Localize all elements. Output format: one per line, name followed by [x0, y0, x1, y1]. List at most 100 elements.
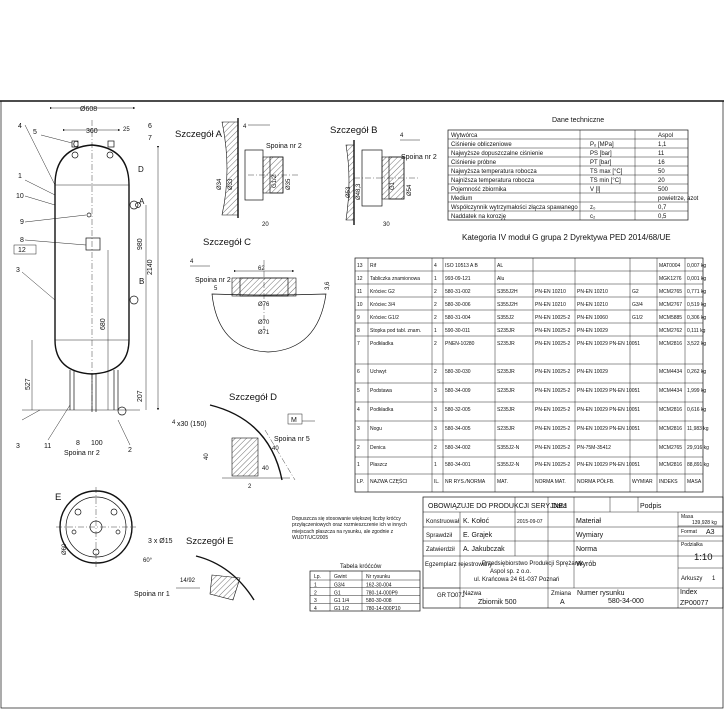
tech-symbol: PT [bar]	[590, 160, 612, 166]
title-block-masa-label: 139,928 kg	[692, 520, 717, 526]
title-block: OBOWIĄZUJE DO PRODUKCJI SERYJNEJ Data Po…	[422, 496, 724, 609]
tech-data-row: Współczynnik wytrzymałości złącza spawan…	[451, 205, 667, 211]
parts-cell-n1: PN-EN 10025-2	[535, 328, 571, 334]
pos-6-label: 9	[20, 219, 24, 226]
parts-cell-mass: 88,891 kg	[687, 462, 709, 468]
dims-0-label: 3 x Ø15	[148, 538, 173, 545]
dims-1-label: Ø60	[62, 543, 68, 555]
holes-header-cell: Gwint	[334, 574, 347, 580]
tech-symbol: TS min [°C]	[590, 178, 621, 184]
parts-header-lp: LP.	[357, 479, 364, 485]
tank-main-view: Ø608 360 25 2140 980 680	[13, 106, 160, 457]
parts-cell-code: MCM5885	[659, 315, 682, 321]
parts-cell-mass: 0,262 kg	[687, 369, 706, 375]
parts-cell-lp: 6	[357, 369, 360, 375]
letter-e: E	[55, 492, 61, 503]
holes-cell: 780-14-000P9	[366, 590, 398, 596]
dims-0-label: Ø34	[217, 178, 223, 190]
tech-label: Medium	[451, 196, 472, 202]
title-block-material-lbl-label: Materiał	[576, 518, 601, 525]
parts-cell-mass: 1,999 kg	[687, 388, 706, 394]
title-block-format-lbl-label: Format	[681, 529, 697, 535]
pos-9-label: 3	[16, 267, 20, 274]
dims-4-label: 30	[383, 222, 390, 228]
parts-header-qty: IL.	[434, 479, 440, 485]
title-block-numer-label: 580-34-000	[608, 598, 644, 605]
parts-cell-qty: 3	[434, 426, 437, 432]
parts-cell-norm: 580-31-002	[445, 289, 471, 295]
dims-1-label: Ø76	[258, 302, 270, 308]
detail-a-weld-sym-label: 4	[243, 124, 247, 130]
title-block-zmiana-label: A	[560, 599, 565, 606]
parts-cell-n1: PN-EN 10210	[535, 289, 566, 295]
title-block-data-lbl-label: Data	[552, 503, 567, 510]
parts-cell-mat: S235JR	[497, 369, 515, 375]
title-block-index-label: ZP00077	[680, 600, 709, 607]
parts-cell-norm: 580-34-001	[445, 462, 471, 468]
tech-symbol: V [l]	[590, 187, 601, 193]
parts-cell-norm: 993-09-121	[445, 276, 471, 282]
detail-b: Szczegół B Ø53 Ø48,3 G1 Ø54 30 4 Spoina …	[330, 125, 437, 228]
parts-cell-qty: 1	[434, 276, 437, 282]
detail-c-weld-sym-label: 4	[190, 259, 194, 265]
tech-value: 16	[658, 160, 665, 166]
parts-cell-n2: PN-EN 10029 PN-EN 10051	[577, 407, 640, 413]
title-block-konstr-lbl-label: Konstruował	[426, 519, 460, 525]
tech-value: 1,1	[658, 142, 667, 148]
parts-header-mass: MASA	[687, 479, 702, 485]
parts-cell-mat: S355J2-N	[497, 462, 520, 468]
parts-cell-n2: PN-EN 10210	[577, 289, 608, 295]
dim-608: Ø608	[80, 106, 97, 113]
title-block-podpis-lbl-label: Podpis	[640, 503, 662, 510]
parts-cell-name: Płaszcz	[370, 462, 388, 468]
parts-header-name: NAZWA CZĘŚCI	[370, 477, 407, 485]
title-block-podzialka-lbl-label: Podziałka	[681, 542, 703, 548]
holes-cell: G1 1/2	[334, 606, 349, 612]
parts-cell-lp: 7	[357, 341, 360, 347]
parts-cell-name: Króciec G1/2	[370, 315, 399, 321]
parts-cell-n3: G2	[632, 289, 639, 295]
parts-cell-code: MCM2762	[659, 328, 682, 334]
holes-header-cell: Lp.	[314, 574, 321, 580]
weld-spoina-2-left: Spoina nr 2	[64, 450, 100, 457]
title-block-ark-label: 1	[712, 576, 716, 582]
detail-b-title: Szczegół B	[330, 125, 378, 136]
pos-0-label: 4	[18, 123, 22, 130]
parts-cell-mat: S235JR	[497, 328, 515, 334]
title-block-zmiana-lbl-label: Zmiana	[551, 591, 572, 597]
pos-8-label: 12	[18, 247, 26, 254]
parts-cell-qty: 2	[434, 445, 437, 451]
parts-cell-mat: S355J2H	[497, 302, 518, 308]
parts-cell-mass: 3,522 kg	[687, 341, 706, 347]
parts-cell-n1: PN-EN 10025-2	[535, 388, 571, 394]
parts-cell-n1: PN-EN 10025-2	[535, 341, 571, 347]
title-block-company3-label: ul. Krańcowa 24 61-037 Poznań	[474, 577, 559, 583]
parts-cell-lp: 3	[357, 426, 360, 432]
parts-cell-norm: PNEN-10280	[445, 341, 475, 347]
parts-cell-name: Podstawa	[370, 388, 392, 394]
parts-cell-n2: PN-EN 10029 PN-EN 10051	[577, 341, 640, 347]
parts-cell-n2: PN-EN 10060	[577, 315, 608, 321]
holes-header-cell: Nr rysunku	[366, 574, 390, 580]
holes-cell: 580-30-008	[366, 598, 392, 604]
title-block-serial-label: OBOWIĄZUJE DO PRODUKCJI SERYJNEJ	[428, 503, 567, 510]
pos-3-label: 7	[148, 135, 152, 142]
parts-cell-code: MGK1276	[659, 276, 682, 282]
parts-cell-code: MCM2816	[659, 407, 682, 413]
dims-5-label: 40	[272, 446, 279, 452]
parts-cell-n1: PN-EN 10025-2	[535, 445, 571, 451]
tech-value: powietrze, azot	[658, 196, 699, 202]
parts-cell-norm: 580-34-002	[445, 445, 471, 451]
parts-cell-mass: 0,519 kg	[687, 302, 706, 308]
dims-3-label: Ø70	[258, 320, 270, 326]
tech-symbol: Pₒ [MPa]	[590, 142, 614, 148]
parts-cell-lp: 11	[357, 289, 362, 295]
title-block-sprawdz-label: E. Grajek	[463, 532, 493, 539]
